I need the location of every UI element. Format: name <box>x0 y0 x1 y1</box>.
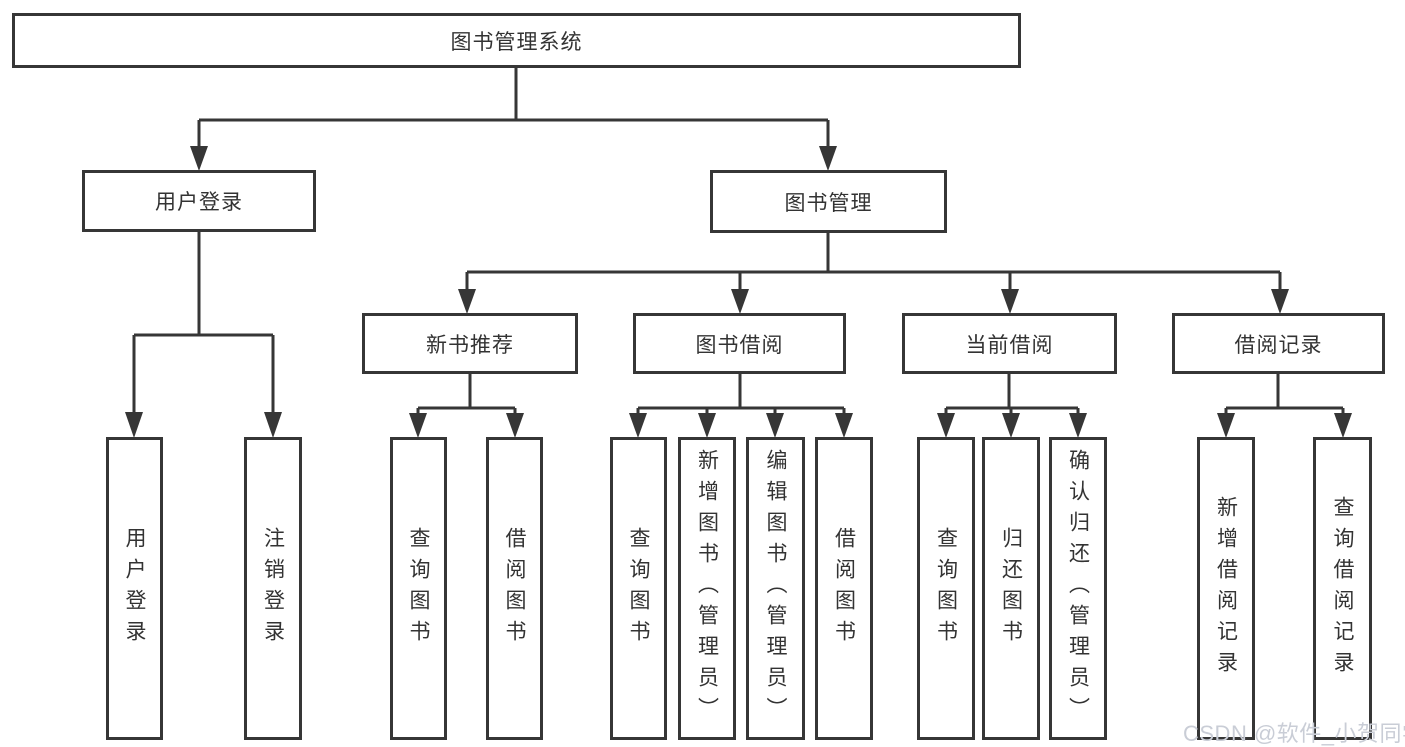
node-new-book-recommendation: 新书推荐 <box>362 313 578 374</box>
leaf-label: 查询图书 <box>627 526 651 651</box>
node-user-login: 用户登录 <box>82 170 316 232</box>
node-book-borrowing: 图书借阅 <box>633 313 846 374</box>
leaf-confirm-return-admin: 确认归还（管理员） <box>1049 437 1107 740</box>
leaf-label: 查询借阅记录 <box>1331 495 1355 682</box>
leaf-borrow-books-1: 借阅图书 <box>486 437 543 740</box>
node-label: 图书借阅 <box>695 333 784 357</box>
node-label: 借阅记录 <box>1234 333 1323 357</box>
leaf-user-login: 用户登录 <box>106 437 163 740</box>
leaf-label: 借阅图书 <box>832 526 856 651</box>
leaf-label: 借阅图书 <box>503 526 527 651</box>
leaf-add-borrow-record: 新增借阅记录 <box>1197 437 1255 740</box>
node-label: 新书推荐 <box>426 333 514 357</box>
leaf-query-books-3: 查询图书 <box>917 437 975 740</box>
leaf-return-books: 归还图书 <box>982 437 1040 740</box>
node-label: 当前借阅 <box>965 333 1054 357</box>
csdn-watermark: CSDN @软件_小贺同学 <box>1183 721 1405 746</box>
node-current-borrowing: 当前借阅 <box>902 313 1117 374</box>
node-label: 图书管理 <box>784 191 873 215</box>
leaf-label: 归还图书 <box>999 526 1023 651</box>
leaf-query-books-2: 查询图书 <box>610 437 667 740</box>
leaf-label: 新增借阅记录 <box>1214 495 1238 682</box>
node-book-management-system: 图书管理系统 <box>12 13 1021 68</box>
leaf-query-borrow-record: 查询借阅记录 <box>1313 437 1372 740</box>
leaf-label: 确认归还（管理员） <box>1066 449 1090 728</box>
leaf-label: 查询图书 <box>934 526 958 651</box>
leaf-label: 注销登录 <box>261 526 285 651</box>
leaf-label: 查询图书 <box>407 526 431 651</box>
leaf-borrow-books-2: 借阅图书 <box>815 437 873 740</box>
node-borrowing-records: 借阅记录 <box>1172 313 1385 374</box>
node-book-management: 图书管理 <box>710 170 947 233</box>
node-label: 图书管理系统 <box>450 30 583 54</box>
leaf-logout: 注销登录 <box>244 437 302 740</box>
leaf-label: 新增图书（管理员） <box>695 449 719 728</box>
leaf-label: 用户登录 <box>123 526 147 651</box>
leaf-edit-book-admin: 编辑图书（管理员） <box>746 437 805 740</box>
leaf-label: 编辑图书（管理员） <box>764 449 788 728</box>
node-label: 用户登录 <box>155 191 243 214</box>
leaf-add-book-admin: 新增图书（管理员） <box>678 437 736 740</box>
leaf-query-books-1: 查询图书 <box>390 437 447 740</box>
